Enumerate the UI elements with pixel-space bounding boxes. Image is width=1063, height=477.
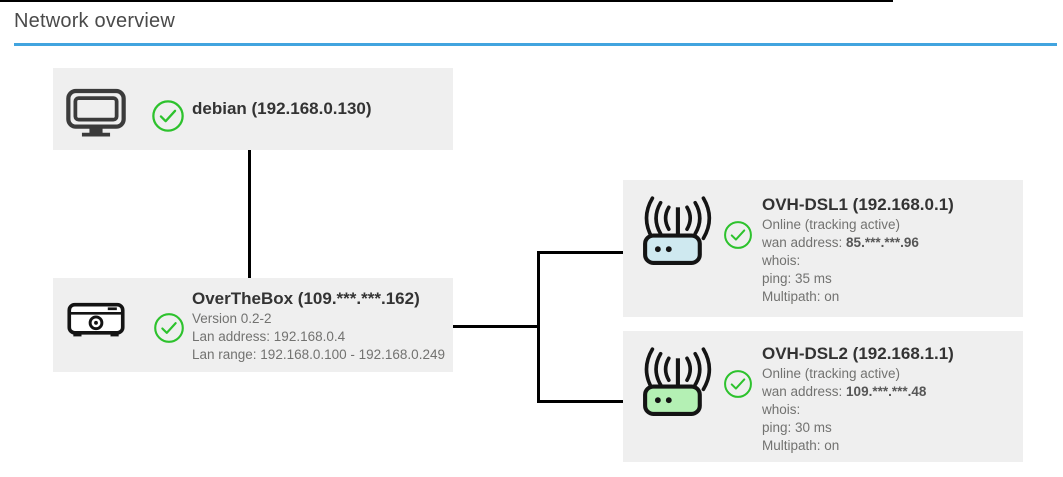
wan-value: 85.***.***.96	[846, 235, 919, 250]
check-circle-icon	[724, 221, 752, 249]
wan-value: 109.***.***.48	[846, 384, 927, 399]
connector-overthebox-to-split	[453, 325, 538, 328]
wan-label: wan address:	[762, 384, 847, 399]
check-circle-icon	[154, 313, 184, 343]
node-multipath: Multipath: on	[762, 438, 840, 453]
top-border	[0, 0, 893, 2]
check-circle-icon	[152, 100, 184, 132]
node-lan-range: Lan range: 192.168.0.100 - 192.168.0.249	[192, 347, 445, 362]
connector-debian-to-overthebox	[248, 150, 251, 278]
node-title: OverTheBox (109.***.***.162)	[192, 289, 420, 308]
node-ping: ping: 30 ms	[762, 420, 832, 435]
node-debian: debian (192.168.0.130)	[53, 68, 453, 150]
node-whois: whois:	[762, 402, 801, 417]
router-body	[643, 384, 702, 416]
node-ping: ping: 35 ms	[762, 271, 832, 286]
check-circle-icon	[724, 370, 752, 398]
node-ovh-dsl2: OVH-DSL2 (192.168.1.1) Online (tracking …	[623, 331, 1023, 462]
node-status: Online (tracking active)	[762, 217, 901, 232]
node-status: Online (tracking active)	[762, 366, 901, 381]
router-body	[643, 233, 702, 265]
node-ovh-dsl1: OVH-DSL1 (192.168.0.1) Online (tracking …	[623, 180, 1023, 317]
connector-split-vertical	[537, 251, 540, 403]
node-wan-address: wan address: 109.***.***.48	[762, 383, 954, 401]
node-version: Version 0.2-2	[192, 311, 272, 326]
connector-split-to-dsl1	[540, 251, 623, 254]
wifi-router-icon	[643, 196, 712, 265]
node-title: debian (192.168.0.130)	[192, 99, 372, 118]
node-multipath: Multipath: on	[762, 289, 840, 304]
page-title: Network overview	[14, 10, 176, 32]
wifi-router-icon	[643, 347, 712, 416]
title-underline	[14, 43, 1057, 46]
node-overthebox: OverTheBox (109.***.***.162) Version 0.2…	[53, 278, 453, 372]
node-whois: whois:	[762, 253, 801, 268]
node-title: OVH-DSL2 (192.168.1.1)	[762, 344, 954, 363]
node-wan-address: wan address: 85.***.***.96	[762, 234, 954, 252]
set-top-box-icon	[67, 302, 125, 337]
connector-split-to-dsl2	[540, 400, 623, 403]
node-lan-address: Lan address: 192.168.0.4	[192, 329, 346, 344]
wan-label: wan address:	[762, 235, 847, 250]
node-title: OVH-DSL1 (192.168.0.1)	[762, 195, 954, 214]
desktop-computer-icon	[66, 88, 126, 137]
